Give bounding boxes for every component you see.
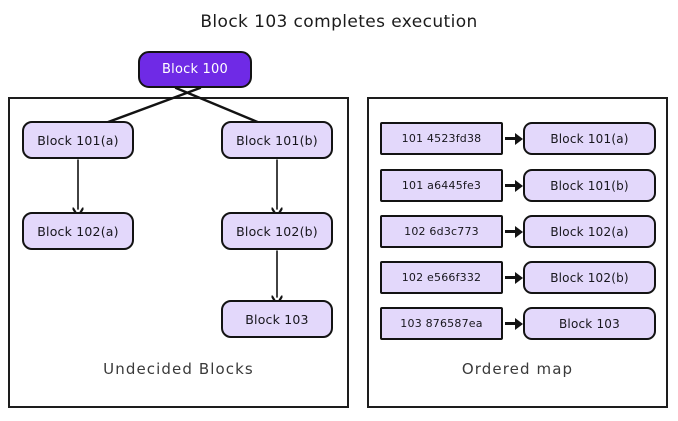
diagram-title: Block 103 completes execution xyxy=(200,12,478,32)
map-value[interactable]: Block 101(a) xyxy=(523,122,656,155)
map-row: 103 876587ea Block 103 xyxy=(380,307,656,340)
arrow-right-icon xyxy=(503,122,523,155)
block-node-101a[interactable]: Block 101(a) xyxy=(22,121,134,159)
map-row: 101 a6445fe3 Block 101(b) xyxy=(380,169,656,202)
arrow-right-icon xyxy=(503,169,523,202)
map-key[interactable]: 103 876587ea xyxy=(380,307,503,340)
arrow-right-icon xyxy=(503,261,523,294)
undecided-blocks-label: Undecided Blocks xyxy=(103,360,254,378)
arrow-right-icon xyxy=(503,307,523,340)
block-node-103[interactable]: Block 103 xyxy=(221,300,333,338)
block-node-102a[interactable]: Block 102(a) xyxy=(22,212,134,250)
map-row: 101 4523fd38 Block 101(a) xyxy=(380,122,656,155)
block-node-102b[interactable]: Block 102(b) xyxy=(221,212,333,250)
map-value[interactable]: Block 102(a) xyxy=(523,215,656,248)
map-value[interactable]: Block 102(b) xyxy=(523,261,656,294)
block-node-100[interactable]: Block 100 xyxy=(138,51,252,88)
map-row: 102 e566f332 Block 102(b) xyxy=(380,261,656,294)
arrow-right-icon xyxy=(503,215,523,248)
map-row: 102 6d3c773 Block 102(a) xyxy=(380,215,656,248)
map-value[interactable]: Block 103 xyxy=(523,307,656,340)
map-key[interactable]: 102 6d3c773 xyxy=(380,215,503,248)
ordered-map-label: Ordered map xyxy=(461,360,574,378)
map-key[interactable]: 102 e566f332 xyxy=(380,261,503,294)
block-node-101b[interactable]: Block 101(b) xyxy=(221,121,333,159)
map-key[interactable]: 101 4523fd38 xyxy=(380,122,503,155)
map-value[interactable]: Block 101(b) xyxy=(523,169,656,202)
map-key[interactable]: 101 a6445fe3 xyxy=(380,169,503,202)
